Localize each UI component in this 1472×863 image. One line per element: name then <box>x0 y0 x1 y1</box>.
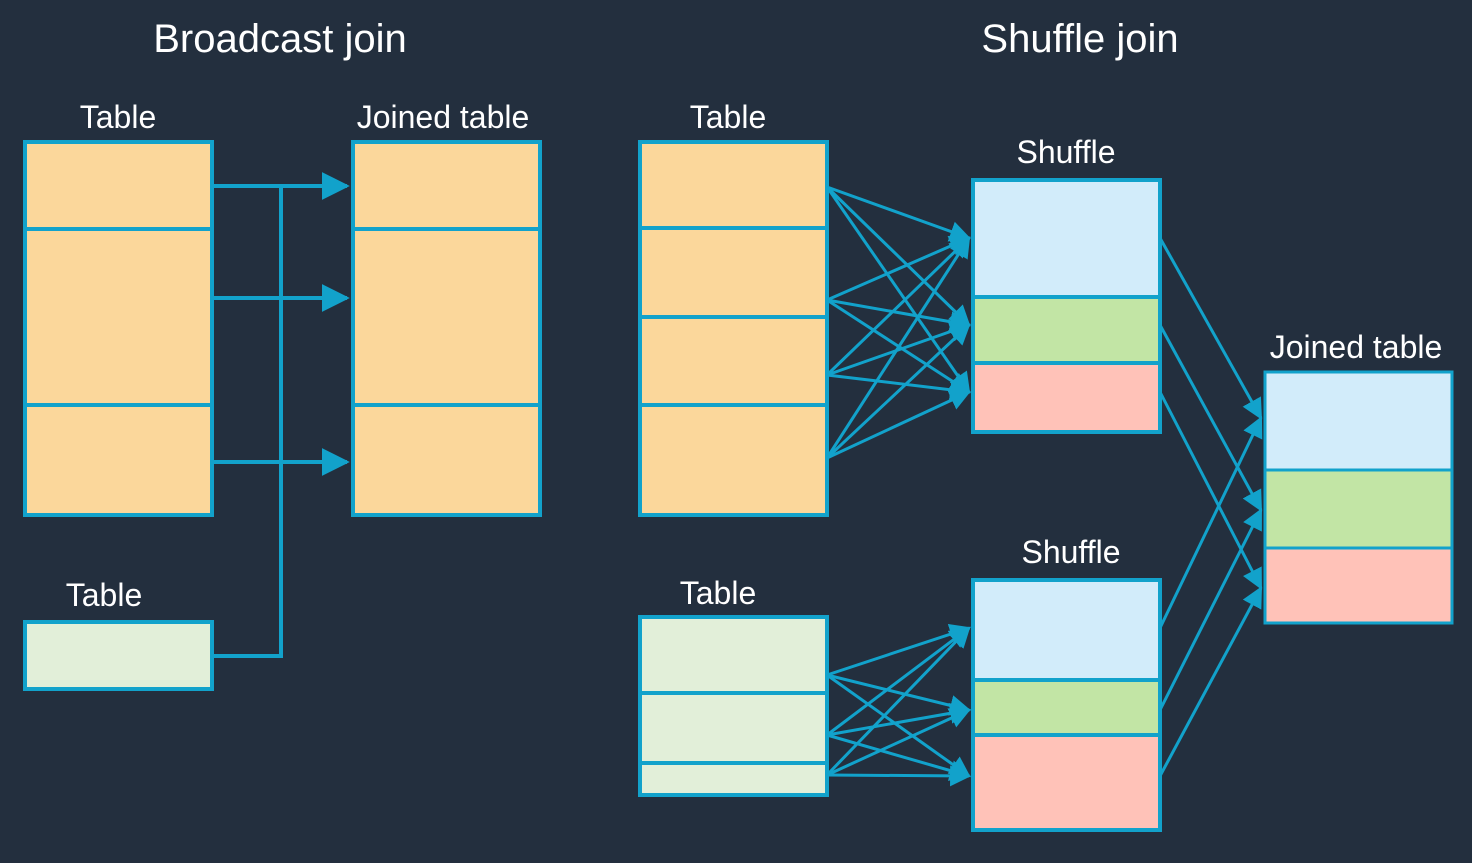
shuffle-bottom-table-label: Table <box>680 575 757 611</box>
shuffle-joined-table-label: Joined table <box>1270 329 1443 365</box>
broadcast-source-table-label: Table <box>80 99 157 135</box>
broadcast-arrows <box>212 172 350 476</box>
merge-edge-blue <box>1158 237 1263 420</box>
merge-edge-green <box>1158 324 1263 512</box>
shuffle-partition-blue[interactable] <box>971 178 1162 299</box>
table-row[interactable] <box>351 227 542 407</box>
table-row[interactable] <box>23 140 214 231</box>
table-row[interactable] <box>638 761 829 797</box>
broadcast-small-table-label: Table <box>66 577 143 613</box>
broadcast-join-title: Broadcast join <box>153 17 406 61</box>
broadcast-small-table[interactable] <box>23 620 214 691</box>
table-row[interactable] <box>638 315 829 407</box>
table-row[interactable] <box>638 226 829 319</box>
table-row[interactable] <box>638 403 829 517</box>
shuffle-bottom-partitions[interactable] <box>971 578 1162 832</box>
joined-row-green[interactable] <box>1263 468 1454 550</box>
shuffle-join-title: Shuffle join <box>981 17 1178 61</box>
table-row[interactable] <box>638 691 829 765</box>
merge-edge-pink <box>1158 391 1263 590</box>
shuffle-top-table[interactable] <box>638 140 829 517</box>
shuffle-bottom-fan-edges <box>825 623 972 787</box>
merge-edge-blue <box>1158 416 1263 629</box>
table-row[interactable] <box>351 140 542 231</box>
broadcast-joined-table[interactable] <box>351 140 542 517</box>
shuffle-partition-pink[interactable] <box>971 361 1162 434</box>
table-row[interactable] <box>23 227 214 407</box>
shuffle-partition-pink[interactable] <box>971 733 1162 832</box>
broadcast-source-table[interactable] <box>23 140 214 517</box>
shuffle-bottom-table[interactable] <box>638 615 829 797</box>
merge-edge-pink <box>1158 586 1263 777</box>
shuffle-top-label: Shuffle <box>1016 134 1115 170</box>
shuffle-top-fan-edges <box>825 185 972 460</box>
shuffle-bottom-label: Shuffle <box>1021 534 1120 570</box>
shuffle-partition-blue[interactable] <box>971 578 1162 682</box>
broadcast-joined-table-label: Joined table <box>357 99 530 135</box>
table-row[interactable] <box>23 403 214 517</box>
table-row[interactable] <box>638 615 829 695</box>
broadcast-join-group: Table Joined table Table <box>23 99 542 691</box>
joined-row-blue[interactable] <box>1263 370 1454 472</box>
broadcast-connector-trunk <box>212 186 283 658</box>
shuffle-merge-edges <box>1158 237 1263 777</box>
table-row[interactable] <box>23 620 214 691</box>
shuffle-joined-table[interactable] <box>1263 370 1454 625</box>
table-row[interactable] <box>638 140 829 230</box>
table-row[interactable] <box>351 403 542 517</box>
shuffle-partition-green[interactable] <box>971 295 1162 365</box>
shuffle-join-group: Table Table <box>638 99 1454 832</box>
merge-edge-green <box>1158 508 1263 711</box>
shuffle-partition-green[interactable] <box>971 678 1162 737</box>
shuffle-top-partitions[interactable] <box>971 178 1162 434</box>
joined-row-pink[interactable] <box>1263 546 1454 625</box>
shuffle-top-table-label: Table <box>690 99 767 135</box>
